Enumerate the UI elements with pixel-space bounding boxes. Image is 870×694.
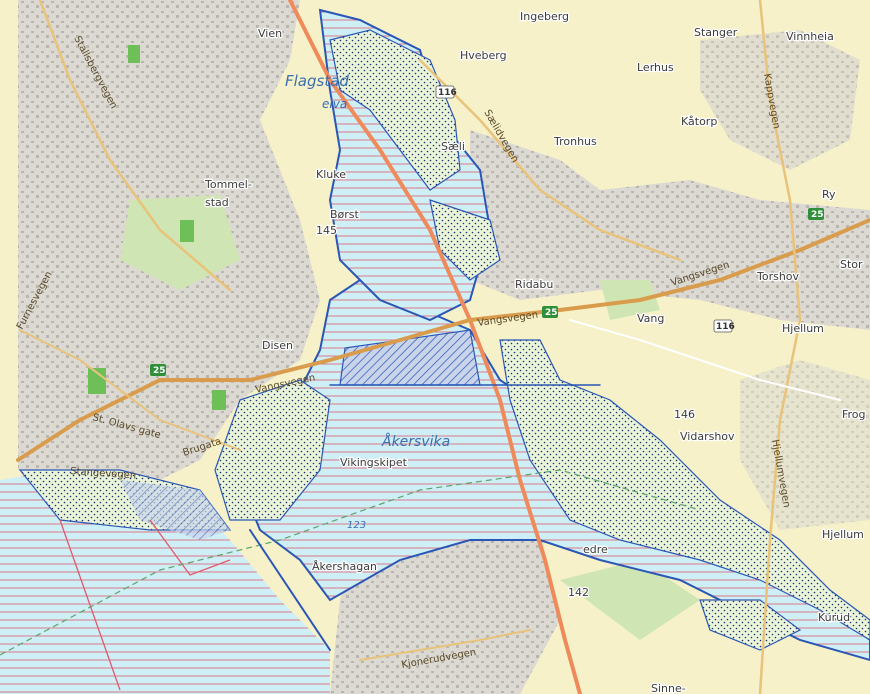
shield-116 — [435, 85, 455, 99]
place-vikingskipet: Vikingskipet — [340, 456, 408, 469]
place-akershagan: Åkershagan — [312, 560, 377, 573]
label-flagstad-elva: elva — [322, 97, 347, 111]
place-kurud: Kurud — [818, 611, 850, 624]
place-lerhus: Lerhus — [637, 61, 674, 74]
shield-25-c — [808, 208, 824, 220]
svg-text:116: 116 — [438, 88, 457, 98]
place-tronhus: Tronhus — [553, 135, 597, 148]
place-kluke: Kluke — [316, 168, 346, 181]
place-nedre: edre — [583, 543, 608, 556]
road-shields: 25 25 25 116 116 — [150, 85, 824, 376]
svg-text:116: 116 — [716, 322, 735, 332]
place-ry: Ry — [822, 188, 836, 201]
spot-heights: 145 146 142 — [315, 223, 697, 601]
height-142: 142 — [568, 586, 589, 599]
place-ingeberg: Ingeberg — [520, 10, 569, 23]
place-hjellum-2: Hjellum — [822, 528, 864, 541]
place-hveberg: Hveberg — [460, 49, 507, 62]
height-146: 146 — [674, 408, 695, 421]
road-label-stangevegen: Stangevegen — [70, 466, 137, 482]
label-depth-123: 123 — [347, 520, 366, 531]
place-stanger: Stanger — [694, 26, 738, 39]
flood-fringe — [18, 29, 870, 651]
place-ridabu: Ridabu — [515, 278, 553, 291]
place-stor: Stor — [840, 258, 863, 271]
place-saeli: Sæli — [441, 140, 465, 153]
place-labels: Vien Ingeberg Stanger Vinnheia Hveberg L… — [203, 9, 867, 694]
shield-25-a — [150, 364, 166, 376]
boundary-lines — [0, 469, 701, 691]
svg-text:25: 25 — [153, 366, 166, 376]
harbour-hatch — [120, 480, 230, 540]
road-vangsvegen — [16, 218, 870, 462]
place-tommelstad-2: stad — [205, 196, 229, 209]
place-vinnheia: Vinnheia — [786, 30, 834, 43]
lake-mjosa — [0, 470, 330, 694]
height-145: 145 — [316, 224, 337, 237]
place-vidarshov: Vidarshov — [680, 430, 735, 443]
place-katorp: Kåtorp — [681, 115, 717, 128]
place-frog: Frog — [842, 408, 866, 421]
shield-116-b — [713, 319, 733, 333]
roads — [16, 0, 870, 694]
svg-text:25: 25 — [811, 210, 824, 220]
place-tommelstad-1: Tommel- — [204, 178, 252, 191]
place-vien: Vien — [258, 27, 282, 40]
label-akersvika: Åkersvika — [381, 433, 450, 450]
place-torshov: Torshov — [756, 270, 800, 283]
place-borst: Børst — [330, 208, 360, 221]
place-sinne: Sinne- — [651, 682, 686, 694]
place-hjellum: Hjellum — [782, 322, 824, 335]
svg-text:25: 25 — [545, 308, 558, 318]
road-e6 — [288, 0, 582, 694]
place-disen: Disen — [262, 339, 293, 352]
place-vang: Vang — [637, 312, 664, 325]
shield-25-b — [542, 306, 558, 318]
label-flagstad: Flagstad — [285, 72, 349, 90]
